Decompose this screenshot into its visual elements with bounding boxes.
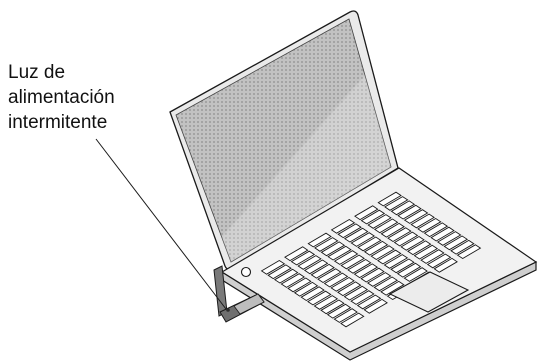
keyboard-key [260,259,286,275]
keyboard-key [326,303,352,319]
power-button-icon [240,266,252,278]
keyboard-key [433,257,458,273]
keyboard-key [390,200,416,216]
keyboard-key [356,294,382,310]
keyboard [260,191,482,328]
keyboard-key [323,272,349,288]
keyboard-key [390,258,415,274]
keyboard-key [363,298,388,314]
keyboard-key [396,262,422,278]
keyboard-key [284,246,309,262]
keyboard-key [367,214,392,229]
keyboard-key [387,227,412,243]
keyboard-key [330,218,356,234]
keyboard-key [384,196,409,211]
keyboard-key [366,272,392,287]
callout-leader-line [95,138,227,310]
keyboard-key [343,227,369,243]
keyboard-key [333,250,359,265]
keyboard-key [350,290,375,305]
keyboard-key [420,249,445,264]
keyboard-key [363,240,389,256]
touchpad [388,271,470,313]
keyboard-key [340,312,365,328]
laptop-screen [169,10,399,270]
keyboard-key [377,191,402,207]
keyboard-key [307,290,332,306]
callout-line-1: Luz de [8,62,66,83]
keyboard-key [393,231,419,247]
keyboard-key [290,250,316,266]
keyboard-key [320,241,346,257]
keyboard-key [353,263,379,279]
keyboard-key [280,273,306,288]
keyboard-key [360,267,385,283]
keyboard-key [307,232,332,248]
keyboard-key [380,280,405,296]
keyboard-key [347,258,372,274]
keyboard-key [300,286,325,302]
keyboard-key [370,245,395,261]
keyboard-key [293,281,319,297]
keyboard-key [267,264,292,280]
keyboard-key [297,255,322,270]
keyboard-key [310,263,335,279]
keyboard-key [317,268,342,284]
keyboard-key [456,244,482,260]
keyboard-key [303,259,329,275]
keyboard-key [430,226,455,242]
keyboard-key [400,235,425,251]
keyboard-key [320,299,345,315]
keyboard-key [313,295,339,310]
keyboard-key [426,253,452,269]
keyboard-key [436,231,462,246]
keyboard-key [337,223,362,239]
keyboard-key [377,249,402,265]
keyboard-key [410,213,435,229]
keyboard-key [343,285,369,301]
keyboard-key [380,222,405,238]
adapter-plug [233,293,265,315]
keyboard-key [373,276,399,292]
keyboard-key [340,254,365,270]
keyboard-key [423,222,449,238]
keyboard-key [417,217,442,233]
keyboard-key [397,204,422,220]
keyboard-key [373,218,399,234]
keyboard-key [407,240,432,256]
keyboard-key [450,239,475,255]
keyboard-key [314,237,339,252]
callout-line-2: alimentación [8,87,115,108]
keyboard-key [354,205,379,221]
usb-wireless-adapter [213,265,265,323]
keyboard-key [443,235,469,251]
keyboard-key [403,267,428,282]
keyboard-key [330,276,355,292]
keyboard-key [287,277,312,293]
power-light-icon [226,308,230,312]
keyboard-key [327,245,352,261]
screen-glare [176,19,391,262]
keyboard-key [333,308,358,323]
keyboard-key [357,236,382,252]
keyboard-key [360,209,386,225]
callout-line-3: intermitente [8,112,108,133]
callout-label: Luz de alimentación intermitente [8,60,168,135]
keyboard-key [403,209,429,224]
keyboard-key [337,281,362,297]
keyboard-key [413,244,439,260]
keyboard-key [273,268,299,284]
keyboard-key [350,232,376,247]
keyboard-key [383,254,409,269]
